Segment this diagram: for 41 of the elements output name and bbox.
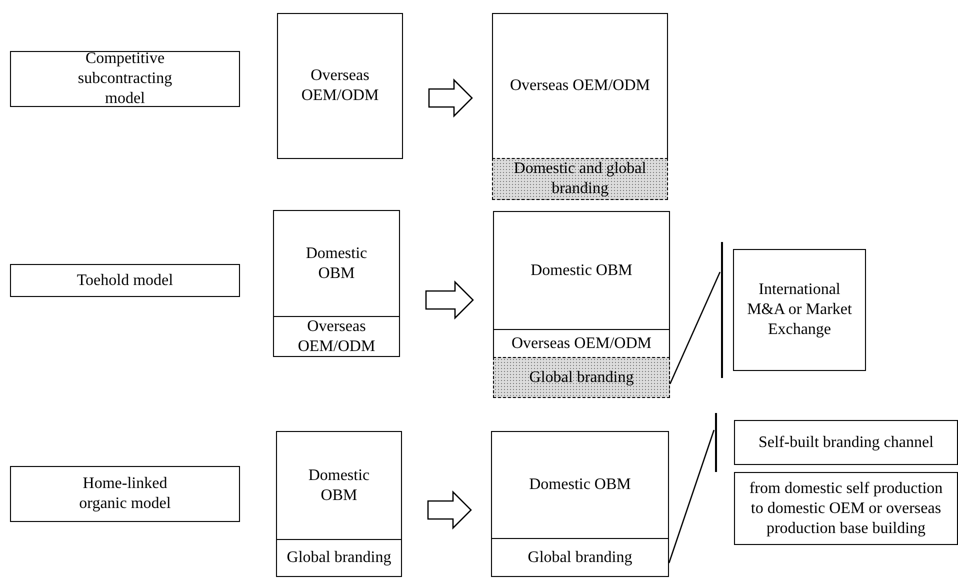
strategy-box	[734, 472, 958, 545]
box-text: International M&A or Market Exchange	[746, 280, 853, 340]
box-text: Home-linked organic model	[78, 474, 172, 514]
stage-box	[491, 538, 669, 577]
box-text: Overseas OEM/ODM	[300, 66, 380, 106]
block-arrow	[428, 78, 473, 118]
box-text: Domestic OBM	[307, 466, 371, 506]
leader-line	[669, 272, 721, 384]
stage-box	[276, 539, 402, 577]
box-text: Domestic and global branding	[512, 159, 648, 199]
box-text: Global branding	[529, 368, 634, 388]
model-label-box	[10, 51, 240, 107]
model-label-box	[10, 264, 240, 297]
box-text: Overseas OEM/ODM	[510, 76, 650, 96]
box-text: Domestic OBM	[529, 475, 631, 495]
model-label-box	[10, 466, 240, 522]
stage-box	[276, 431, 402, 540]
box-text: Overseas OEM/ODM	[296, 316, 376, 356]
box-text: Overseas OEM/ODM	[512, 334, 652, 354]
box-text: Competitive subcontracting model	[76, 49, 174, 109]
planned-stage-box	[493, 357, 670, 398]
box-text: Global branding	[528, 548, 632, 568]
stage-box	[493, 211, 670, 330]
box-text: from domestic self production to domestic OEM or overseas production base building	[748, 478, 944, 538]
box-text: Global branding	[286, 548, 392, 568]
stage-box	[493, 329, 670, 358]
stage-box	[273, 210, 400, 317]
box-text: Toehold model	[76, 270, 174, 290]
strategy-box	[734, 420, 958, 465]
block-arrow	[425, 280, 474, 320]
stage-box	[492, 13, 668, 159]
box-text: Self-built branding channel	[758, 432, 934, 452]
box-text: Domestic OBM	[304, 244, 368, 284]
box-text: Domestic OBM	[530, 260, 632, 280]
strategy-box	[733, 249, 866, 371]
planned-stage-box	[492, 158, 668, 200]
stage-box	[273, 316, 400, 357]
leader-line	[668, 430, 715, 564]
block-arrow	[427, 490, 472, 530]
stage-box	[277, 13, 403, 159]
stage-box	[491, 431, 669, 539]
